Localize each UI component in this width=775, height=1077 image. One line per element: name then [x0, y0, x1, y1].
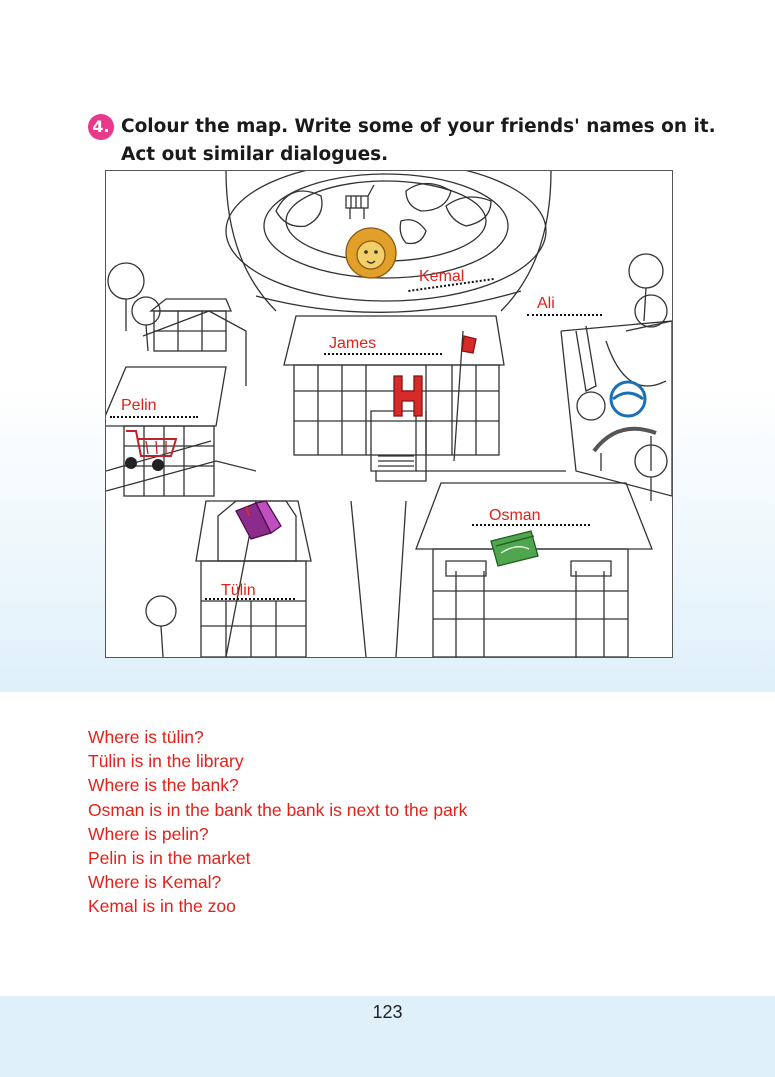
answer-dialogue: Where is tülin? Tülin is in the library …: [88, 725, 467, 919]
instruction-line-2: Act out similar dialogues.: [121, 144, 389, 165]
exercise-number-badge: 4.: [88, 114, 114, 140]
label-tulin: Tülin: [221, 582, 256, 599]
flag-icon: [453, 330, 477, 462]
label-ali: Ali: [537, 295, 555, 312]
shopping-cart-icon: [125, 430, 178, 471]
instruction-line-1: Colour the map. Write some of your frien…: [121, 116, 716, 137]
dotted-line-ali: [527, 314, 602, 316]
lion-icon: [345, 227, 397, 279]
dotted-line-osman: [472, 524, 590, 526]
answer-line: Tülin is in the library: [88, 751, 244, 772]
town-map: [105, 170, 673, 658]
ball-icon: [609, 380, 647, 418]
zebra-icon: [345, 184, 375, 219]
answer-line: Pelin is in the market: [88, 848, 251, 869]
label-osman: Osman: [489, 507, 541, 524]
label-pelin: Pelin: [121, 397, 157, 414]
answer-line: Where is pelin?: [88, 823, 209, 844]
tree-icon: [107, 253, 668, 657]
hospital-h-icon: [393, 375, 423, 417]
answer-line: Kemal is in the zoo: [88, 896, 236, 917]
label-james: James: [329, 335, 377, 352]
answer-line: Osman is in the bank the bank is next to…: [88, 799, 468, 820]
footer-band: [0, 996, 775, 1077]
answer-line: Where is tülin?: [88, 727, 204, 747]
answer-line: Where is Kemal?: [88, 872, 222, 893]
dotted-line-pelin: [110, 416, 198, 418]
answer-line: Where is the bank?: [88, 775, 239, 796]
dotted-line-tulin: [205, 598, 295, 600]
money-icon: [490, 530, 539, 567]
dotted-line-james: [324, 353, 442, 355]
label-kemal: Kemal: [419, 268, 465, 285]
map-drawing: [106, 171, 672, 657]
book-icon: [235, 500, 282, 540]
exercise-instruction: Colour the map. Write some of your frien…: [121, 113, 721, 169]
page-number: 123: [372, 1002, 403, 1022]
